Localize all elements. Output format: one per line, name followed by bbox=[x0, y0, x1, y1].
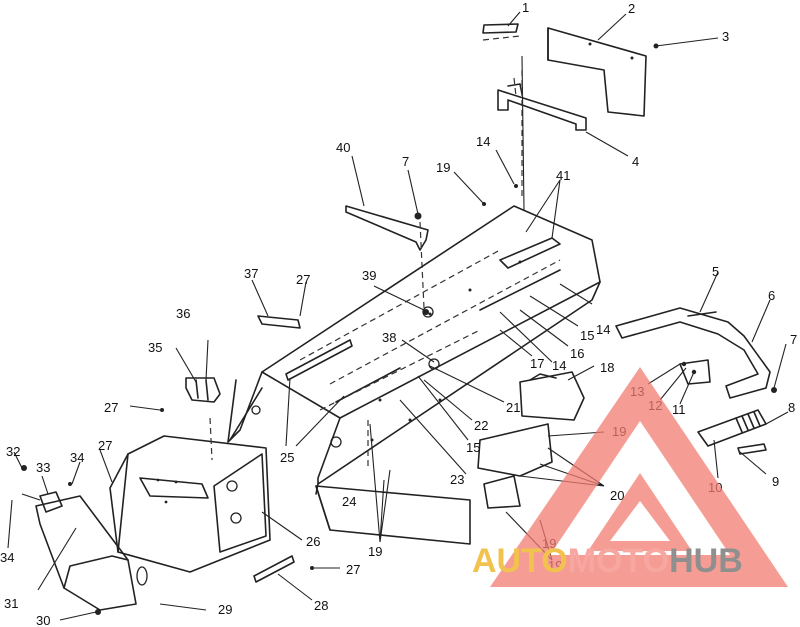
callout-15a: 15 bbox=[580, 328, 594, 343]
callout-27a: 27 bbox=[296, 272, 310, 287]
part-bracket-18 bbox=[519, 371, 585, 421]
callout-5: 5 bbox=[712, 264, 719, 279]
part-cover-panel-2 bbox=[547, 27, 647, 117]
callout-40: 40 bbox=[336, 140, 350, 155]
part-pin-9 bbox=[737, 443, 767, 455]
callout-4: 4 bbox=[632, 154, 639, 169]
part-panel-24 bbox=[315, 485, 471, 545]
callout-31: 31 bbox=[4, 596, 18, 611]
part-bracket-20 bbox=[477, 423, 553, 509]
callout-7a: 7 bbox=[402, 154, 409, 169]
callout-29: 29 bbox=[218, 602, 232, 617]
callout-19a: 19 bbox=[436, 160, 450, 175]
part-plate-1 bbox=[482, 23, 521, 41]
part-bumper-6 bbox=[615, 307, 771, 399]
callout-15b: 15 bbox=[466, 440, 480, 455]
callout-18: 18 bbox=[600, 360, 614, 375]
part-bracket-35-36 bbox=[185, 339, 221, 403]
callout-41: 41 bbox=[556, 168, 570, 183]
callout-14c: 14 bbox=[552, 358, 566, 373]
callout-37: 37 bbox=[244, 266, 258, 281]
callout-20: 20 bbox=[610, 488, 624, 503]
callout-33: 33 bbox=[36, 460, 50, 475]
callout-38: 38 bbox=[382, 330, 396, 345]
part-footrest-26 bbox=[109, 435, 271, 573]
part-plate-37 bbox=[257, 315, 301, 329]
hardware-points bbox=[21, 43, 777, 615]
callout-24: 24 bbox=[342, 494, 356, 509]
callout-39: 39 bbox=[362, 268, 376, 283]
callout-23: 23 bbox=[450, 472, 464, 487]
callout-21: 21 bbox=[506, 400, 520, 415]
callout-2: 2 bbox=[628, 1, 635, 16]
watermark-part-3: HUB bbox=[669, 542, 743, 580]
callout-3: 3 bbox=[722, 29, 729, 44]
callout-7b: 7 bbox=[790, 332, 797, 347]
callout-34a: 34 bbox=[70, 450, 84, 465]
part-strip-28 bbox=[253, 555, 295, 583]
watermark-text: AUTOMOTOHUB bbox=[472, 544, 743, 578]
part-bracket-4 bbox=[497, 77, 587, 131]
callout-14a: 14 bbox=[476, 134, 490, 149]
callout-34b: 34 bbox=[0, 550, 14, 565]
callout-6: 6 bbox=[768, 288, 775, 303]
callout-28: 28 bbox=[314, 598, 328, 613]
callout-22: 22 bbox=[474, 418, 488, 433]
part-lower-bracket-29-34 bbox=[21, 491, 148, 611]
callout-35: 35 bbox=[148, 340, 162, 355]
watermark-triangle-logo bbox=[490, 367, 788, 587]
callout-27b: 27 bbox=[104, 400, 118, 415]
part-rail-40 bbox=[345, 205, 429, 251]
callout-27c: 27 bbox=[98, 438, 112, 453]
callout-1: 1 bbox=[522, 0, 529, 15]
callout-11: 11 bbox=[672, 402, 686, 417]
callout-36: 36 bbox=[176, 306, 190, 321]
callout-25: 25 bbox=[280, 450, 294, 465]
callout-26: 26 bbox=[306, 534, 320, 549]
watermark-part-1: AUTO bbox=[472, 542, 568, 580]
callout-8: 8 bbox=[788, 400, 795, 415]
callout-19e: 19 bbox=[368, 544, 382, 559]
callout-27d: 27 bbox=[346, 562, 360, 577]
callout-30: 30 bbox=[36, 613, 50, 627]
watermark-part-2: MOTO bbox=[567, 542, 670, 580]
callout-9: 9 bbox=[772, 474, 779, 489]
callout-16: 16 bbox=[570, 346, 584, 361]
callout-32: 32 bbox=[6, 444, 20, 459]
callout-17: 17 bbox=[530, 356, 544, 371]
callout-14b: 14 bbox=[596, 322, 610, 337]
